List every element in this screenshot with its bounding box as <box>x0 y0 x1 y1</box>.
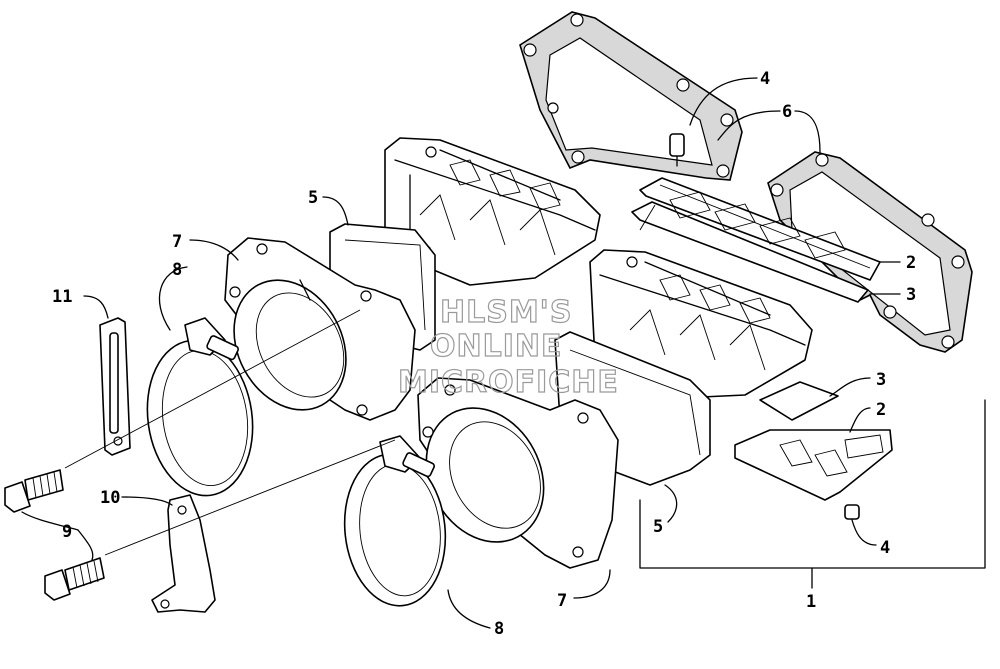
bolt-lower <box>44 557 105 601</box>
reed-cage-upper <box>384 137 601 286</box>
bracket-11 <box>99 317 131 456</box>
callout-7-upper: 7 <box>172 232 182 252</box>
callout-6: 6 <box>782 102 792 122</box>
callout-3-lower: 3 <box>876 370 886 390</box>
watermark: HLSM'S ONLINE MICROFICHE <box>397 294 619 400</box>
watermark-line1: HLSM'S <box>440 295 572 330</box>
callout-4-upper: 4 <box>760 69 770 89</box>
callout-7-lower: 7 <box>557 591 567 611</box>
callout-10: 10 <box>100 488 120 508</box>
hose-clamp-upper <box>146 317 254 497</box>
intake-boot-upper <box>224 237 416 421</box>
callout-5-lower: 5 <box>653 517 663 537</box>
callout-3-upper: 3 <box>906 285 916 305</box>
gasket-lower <box>767 151 973 353</box>
explosion-lines <box>64 204 656 556</box>
callout-5-upper: 5 <box>308 188 318 208</box>
hose-clamp-lower <box>343 435 447 607</box>
callouts: 1 2 2 3 3 4 4 5 5 6 7 7 8 8 9 10 11 <box>52 69 916 639</box>
callout-11: 11 <box>52 287 72 307</box>
bracket-10 <box>151 494 216 613</box>
watermark-line3: MICROFICHE <box>398 365 619 400</box>
callout-2-lower: 2 <box>876 400 886 420</box>
callout-9: 9 <box>62 522 72 542</box>
callout-8-upper: 8 <box>172 260 182 280</box>
intake-boot-lower <box>417 377 619 569</box>
reed-plate-upper <box>631 133 881 303</box>
callout-2-upper: 2 <box>906 253 916 273</box>
callout-8-lower: 8 <box>494 619 504 639</box>
bolt-upper <box>4 469 64 513</box>
leader-lines <box>21 77 901 629</box>
callout-1: 1 <box>806 592 816 612</box>
callout-4-lower: 4 <box>880 538 890 558</box>
reed-plate-lower <box>734 381 893 520</box>
reed-cage-lower <box>589 249 813 399</box>
watermark-line2: ONLINE <box>430 329 563 364</box>
gasket-upper <box>519 11 743 181</box>
